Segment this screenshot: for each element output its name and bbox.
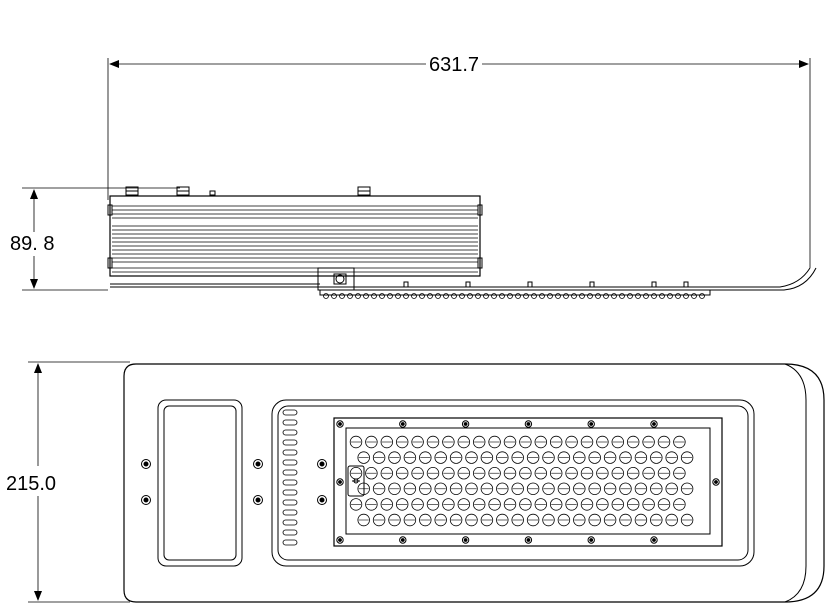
top-view: 215.0 — [6, 361, 825, 603]
led-array — [349, 435, 694, 527]
side-view: 631.7 89. 8 — [10, 54, 817, 299]
length-dimension — [107, 58, 811, 268]
lens-arm — [319, 267, 817, 299]
width-dimension — [28, 361, 130, 603]
heatsink-fins — [112, 205, 478, 273]
length-label: 631.7 — [429, 54, 479, 76]
board-screws — [336, 420, 720, 544]
body-screws — [141, 459, 327, 505]
height-dimension — [22, 187, 180, 291]
led-board — [333, 417, 723, 547]
height-label: 89. 8 — [10, 233, 54, 255]
top-bolts — [125, 186, 371, 196]
led-module-frame — [271, 399, 755, 567]
connector — [347, 465, 365, 497]
width-label: 215.0 — [6, 473, 56, 495]
vent-slots — [282, 409, 298, 546]
lens-bumps — [323, 281, 705, 299]
heatsink-housing — [107, 186, 483, 291]
driver-window — [157, 399, 243, 567]
